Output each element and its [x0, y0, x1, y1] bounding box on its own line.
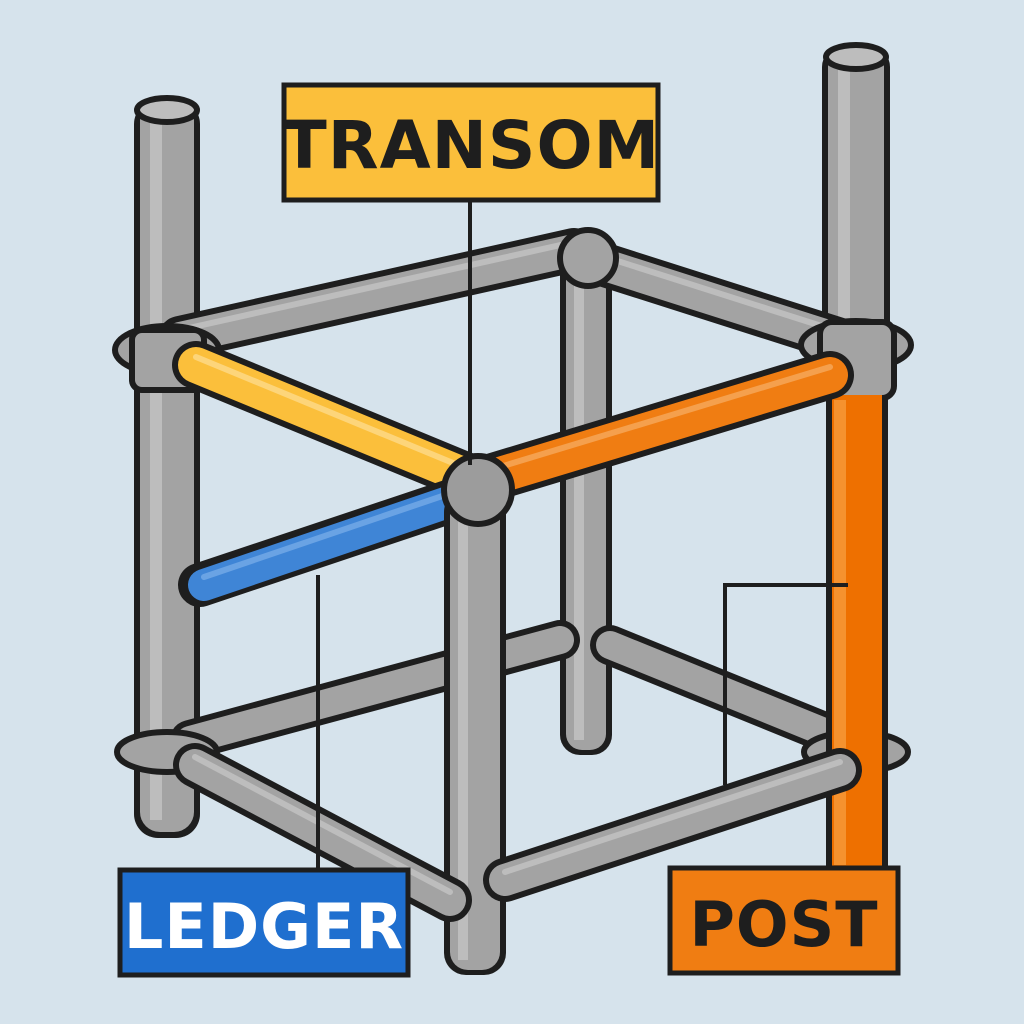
transom-highlight: [172, 341, 494, 502]
ledger-callout: LEDGER: [117, 867, 411, 978]
back-right-bottom-tube: [590, 625, 876, 765]
back-top-joint: [557, 227, 619, 289]
scaffold-icon: [112, 42, 914, 975]
post-highlight: [826, 395, 888, 870]
front-post: [444, 490, 506, 975]
post-callout: POST: [667, 865, 901, 976]
transom-label: TRANSOM: [282, 107, 660, 184]
transom-callout: TRANSOM: [281, 82, 661, 203]
back-left-top-tube: [158, 228, 596, 360]
post-upper-tube: [466, 351, 854, 502]
post-label-box: [667, 865, 901, 976]
ledger-label: LEDGER: [124, 890, 404, 963]
leader-lines: [316, 200, 848, 870]
post-leader: [723, 583, 848, 785]
transom-label-box: [281, 82, 661, 203]
post-label: POST: [689, 888, 878, 961]
right-post-upper: [822, 42, 890, 405]
left-post: [134, 95, 200, 838]
back-post: [560, 255, 612, 755]
ledger-highlight: [178, 476, 482, 607]
front-right-bottom-tube: [483, 748, 862, 902]
ledger-label-box: [117, 867, 411, 978]
front-top-joint: [441, 453, 515, 527]
